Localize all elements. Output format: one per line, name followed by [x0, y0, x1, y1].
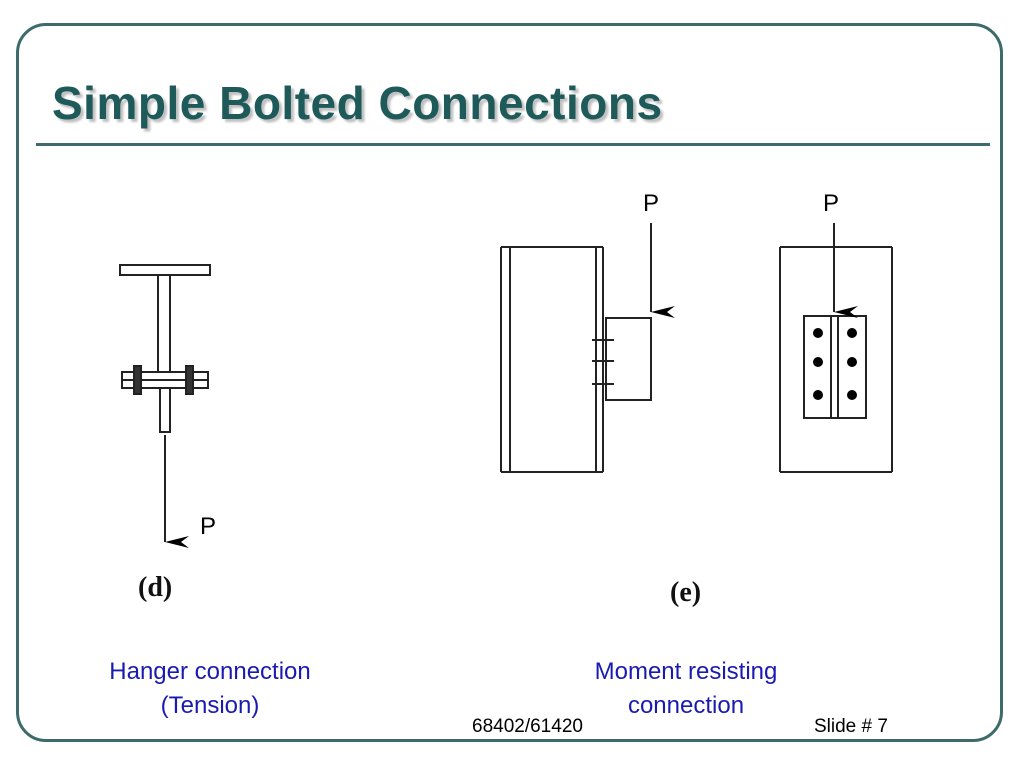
- moment-side-diagram: [500, 223, 675, 473]
- load-label-front: P: [823, 190, 839, 217]
- moment-caption-line1: Moment resisting: [594, 658, 778, 685]
- moment-front-diagram: [779, 223, 893, 473]
- beam-top-flange: [119, 264, 211, 276]
- bolt-front-1: [813, 328, 823, 338]
- bolt-front-5: [813, 390, 823, 400]
- figure-label-d: (d): [138, 572, 172, 603]
- footer-course-code: 68402/61420: [472, 716, 583, 737]
- bolt-right: [185, 365, 194, 395]
- figure-label-e: (e): [670, 577, 701, 608]
- slide-frame: [16, 23, 1003, 742]
- bolt-left: [133, 365, 142, 395]
- moment-caption-line2: connection: [627, 692, 745, 719]
- title-divider: [36, 143, 990, 146]
- bolt-front-2: [847, 328, 857, 338]
- load-label-hanger: P: [200, 513, 216, 540]
- moment-caption: Moment resisting connection: [546, 655, 826, 723]
- hanger-diagram: [119, 264, 211, 548]
- load-label-side: P: [643, 190, 659, 217]
- bracket-plate: [605, 317, 652, 401]
- hanger-caption-line1: Hanger connection: [109, 658, 311, 685]
- front-bolts: [813, 328, 857, 400]
- bolt-front-3: [813, 357, 823, 367]
- footer-slide-number: Slide # 7: [814, 716, 888, 737]
- bolt-front-6: [847, 390, 857, 400]
- bolt-front-4: [847, 357, 857, 367]
- hanger-caption-line2: (Tension): [160, 692, 260, 719]
- hanger-stem: [159, 387, 171, 433]
- hanger-caption: Hanger connection (Tension): [70, 655, 350, 723]
- slide-title: Simple Bolted Connections: [52, 77, 663, 129]
